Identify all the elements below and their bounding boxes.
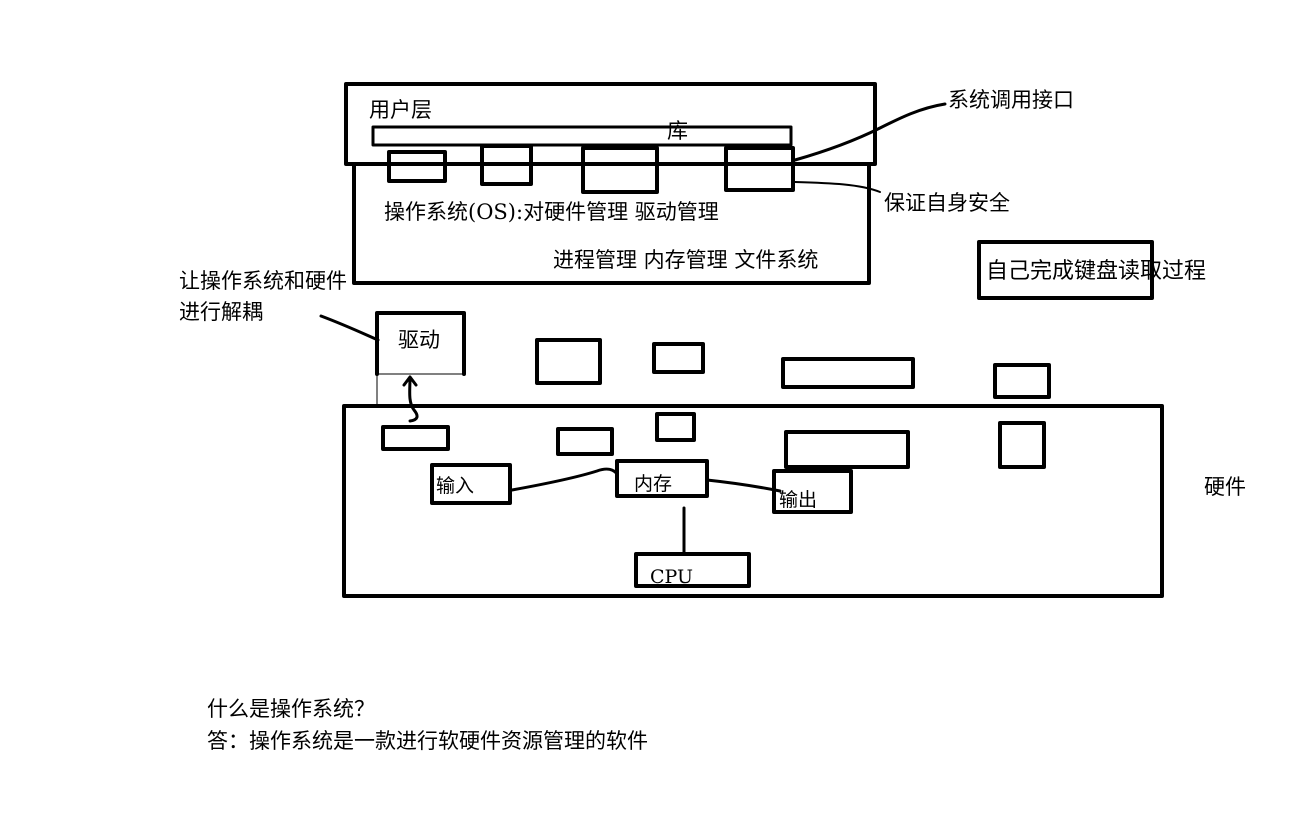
os-box: [352, 162, 871, 285]
driver-box-border: [375, 311, 466, 376]
library-bar: [371, 125, 793, 147]
syscall-port-3: [581, 146, 659, 194]
device-box-5: [998, 421, 1046, 469]
protect-self-label: 保证自身安全: [884, 191, 1010, 215]
device-box-2: [556, 427, 614, 456]
driver-box-5: [993, 363, 1051, 399]
input-memory-line: [510, 467, 619, 492]
output-label: 输出: [779, 489, 818, 511]
library-label: 库: [667, 119, 688, 143]
hardware-box: [342, 404, 1164, 598]
keyboard-read-label: 自己完成键盘读取过程: [986, 259, 1207, 284]
hardware-label: 硬件: [1204, 475, 1246, 499]
decouple-pointer-line: [319, 314, 380, 342]
output-box: [772, 469, 853, 514]
memory-output-line: [705, 478, 782, 493]
device-box-4: [784, 430, 910, 469]
driver-box-3: [652, 342, 705, 374]
device-box-1: [381, 425, 450, 451]
input-box: [430, 463, 512, 505]
driver-box-4: [781, 357, 915, 389]
syscall-port-2: [480, 144, 533, 186]
keyboard-read-box: [977, 240, 1154, 300]
cpu-box: [634, 552, 751, 588]
memory-label: 内存: [634, 473, 673, 495]
user-layer-box: [344, 82, 877, 166]
memory-box: [615, 459, 709, 498]
driver-box-2: [535, 338, 602, 385]
syscall-interface-label: 系统调用接口: [948, 88, 1074, 112]
driver-hardware-arrow: [402, 375, 419, 423]
syscall-port-4: [724, 146, 795, 192]
syscall-pointer-line: [793, 102, 947, 162]
device-box-3: [655, 412, 696, 442]
input-label: 输入: [436, 475, 475, 497]
syscall-port-1: [387, 150, 447, 183]
protect-pointer-line: [794, 181, 881, 193]
decouple-label-line1: 让操作系统和硬件: [179, 269, 347, 293]
question-text: 什么是操作系统？: [207, 697, 375, 721]
user-layer-label: 用户层: [369, 98, 432, 122]
driver-label: 驱动: [398, 328, 440, 352]
decouple-label-line2: 进行解耦: [179, 300, 263, 324]
answer-text: 答：操作系统是一款进行软硬件资源管理的软件: [207, 729, 648, 753]
os-subsystems-label: 进程管理 内存管理 文件系统: [553, 248, 819, 272]
os-label: 操作系统(OS):对硬件管理 驱动管理: [384, 200, 719, 224]
cpu-label: CPU: [650, 566, 694, 588]
